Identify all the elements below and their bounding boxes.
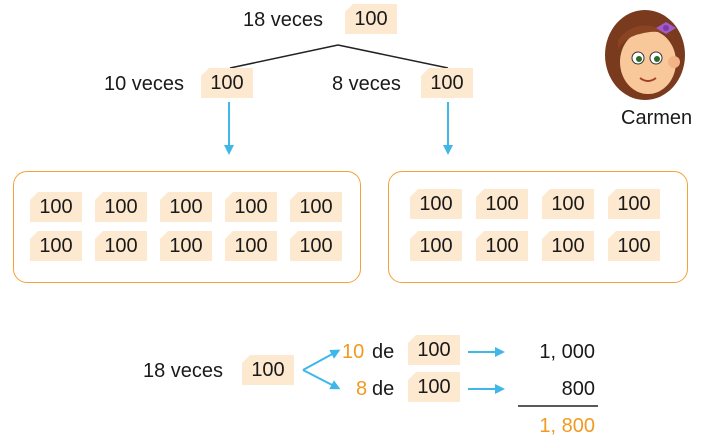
left-group-tile: 100 — [30, 231, 82, 261]
right-group-tile: 100 — [476, 189, 528, 219]
right-group-tile: 100 — [476, 231, 528, 261]
left-group-tile: 100 — [225, 192, 277, 222]
split-arrow-up — [302, 349, 341, 371]
right-group-tile: 100 — [542, 189, 594, 219]
left-group-tile: 100 — [160, 231, 212, 261]
carmen-avatar — [605, 10, 685, 100]
left-branch-value-tile: 100 — [201, 68, 253, 98]
branch-line-left — [229, 44, 339, 69]
top-times-label: 18 veces — [243, 9, 324, 31]
calc-total: 1, 800 — [539, 415, 595, 437]
calc-value-tile: 100 — [242, 355, 294, 385]
calc-times-label: 18 veces — [143, 360, 224, 382]
calc-row2-of: de — [372, 378, 395, 400]
branch-line-right — [337, 44, 449, 69]
left-group-tile: 100 — [160, 192, 212, 222]
calc-row1-count: 10 — [342, 341, 365, 363]
left-group-tile: 100 — [95, 192, 147, 222]
right-group-box — [388, 171, 688, 283]
right-branch-times-label: 8 veces — [332, 73, 401, 95]
left-group-box — [13, 171, 361, 283]
right-group-tile: 100 — [410, 231, 462, 261]
calc-row1-of: de — [372, 341, 395, 363]
left-branch-times-label: 10 veces — [104, 73, 185, 95]
character-name: Carmen — [621, 107, 693, 129]
left-group-tile: 100 — [225, 231, 277, 261]
calc-row2-result: 800 — [561, 378, 595, 400]
left-group-tile: 100 — [290, 231, 342, 261]
right-group-tile: 100 — [410, 189, 462, 219]
calc-row1-tile: 100 — [408, 335, 460, 365]
calc-row1-result: 1, 000 — [539, 341, 595, 363]
right-group-tile: 100 — [542, 231, 594, 261]
split-arrow-down — [302, 369, 341, 390]
right-branch-value-tile: 100 — [421, 68, 473, 98]
left-group-tile: 100 — [95, 231, 147, 261]
left-group-tile: 100 — [30, 192, 82, 222]
left-group-tile: 100 — [290, 192, 342, 222]
calc-row2-count: 8 — [356, 378, 368, 400]
right-group-tile: 100 — [608, 231, 660, 261]
top-value-tile: 100 — [345, 4, 397, 34]
calc-row2-tile: 100 — [408, 372, 460, 402]
right-group-tile: 100 — [608, 189, 660, 219]
